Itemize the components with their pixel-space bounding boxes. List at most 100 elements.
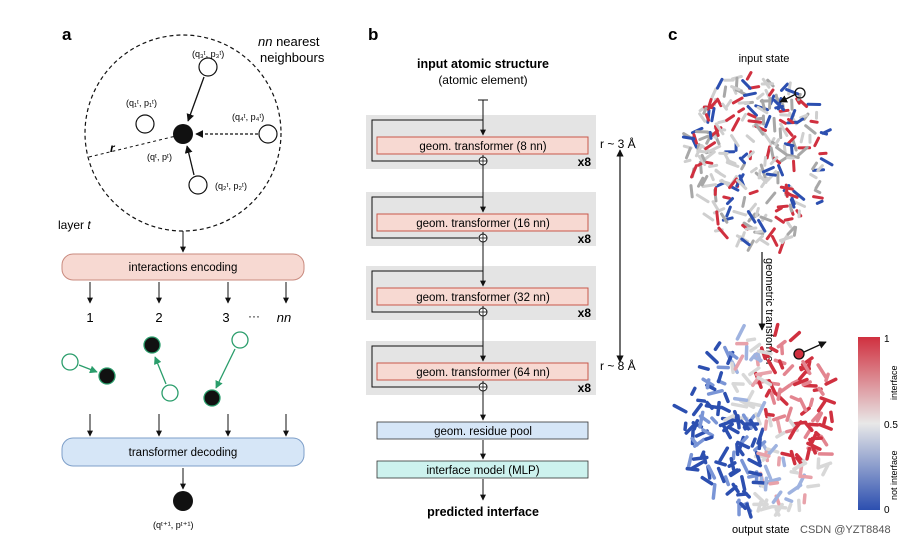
output-bond (816, 400, 827, 413)
input-bond (722, 85, 728, 98)
input-bond (787, 117, 795, 125)
output-bond (763, 464, 773, 481)
input-bond (809, 172, 818, 180)
center-label: (qᵗ, pᵗ) (147, 152, 172, 162)
output-bond (772, 414, 787, 422)
input-bond (725, 197, 734, 206)
output-bond (745, 502, 753, 519)
input-bond (772, 98, 786, 112)
nn-label-line1: nn nearest (258, 34, 320, 49)
output-bond (728, 351, 739, 360)
input-bond (737, 101, 750, 105)
input-bond (813, 188, 822, 195)
input-bond (759, 175, 768, 184)
output-bond (819, 396, 837, 405)
input-bond (737, 107, 746, 114)
input-bond (730, 85, 741, 91)
output-bond (829, 410, 834, 424)
input-bond (710, 98, 719, 108)
input-bond (697, 176, 705, 188)
output-bond (705, 351, 719, 365)
input-highlight-atom (794, 87, 806, 99)
input-bond (745, 134, 756, 143)
neighbour-label-4: (q₄ᵗ, p₄ᵗ) (232, 112, 264, 122)
input-bond (791, 137, 798, 152)
output-bond (704, 435, 714, 441)
input-bond (754, 206, 760, 218)
output-bond (701, 428, 715, 438)
output-bond (706, 464, 717, 480)
range-top: r ~ 3 Å (600, 136, 636, 151)
output-bond (766, 358, 777, 375)
output-bond (749, 352, 758, 362)
output-bond (797, 498, 802, 513)
input-bond (742, 221, 754, 230)
output-bond (683, 421, 688, 432)
mlp-box (376, 460, 589, 479)
arrow-n3-center (186, 76, 205, 122)
input-bond (745, 71, 753, 81)
input-bond (738, 156, 746, 165)
pool-box (376, 421, 589, 440)
input-bond (728, 177, 739, 190)
input-bond (725, 160, 740, 168)
input-structure (681, 71, 834, 255)
input-state-label: input state (739, 53, 790, 65)
neighbour-node-3 (198, 57, 218, 77)
input-bond (765, 172, 777, 177)
input-bond (715, 181, 726, 188)
input-bond (774, 138, 781, 146)
input-bond (754, 229, 766, 234)
output-title: predicted interface (427, 505, 539, 519)
output-bond (733, 354, 745, 371)
input-bond (786, 221, 793, 229)
output-bond (705, 400, 714, 410)
input-bond (708, 130, 713, 140)
output-bond (788, 426, 798, 440)
range-bottom: r ~ 8 Å (600, 358, 636, 373)
input-bond (709, 173, 715, 182)
input-bond (792, 159, 796, 173)
pair1-source (61, 353, 79, 371)
output-bond (803, 421, 814, 433)
input-bond (765, 191, 777, 205)
input-bond (708, 163, 719, 169)
input-bond (774, 215, 785, 224)
input-bond (799, 131, 805, 144)
input-bond (783, 217, 794, 222)
input-bond (783, 142, 795, 148)
output-bond (739, 502, 747, 511)
output-bond (753, 491, 765, 503)
input-bond (792, 189, 806, 201)
output-bond (714, 460, 727, 467)
input-bond (799, 113, 809, 120)
output-bond (747, 457, 763, 468)
input-bond (722, 195, 731, 200)
output-bond (769, 390, 777, 405)
input-bond (779, 185, 794, 191)
output-bond (749, 342, 762, 353)
input-bond (747, 119, 763, 124)
output-bond (773, 322, 780, 337)
output-bond (696, 398, 707, 403)
input-bond (814, 180, 822, 190)
arrow-n2-center (184, 145, 195, 176)
input-bond (704, 113, 711, 122)
radius-line (88, 135, 177, 158)
input-bond (797, 92, 802, 102)
output-bond (730, 361, 735, 375)
output-bond (732, 396, 749, 402)
input-bond (788, 203, 793, 213)
input-bond (746, 210, 757, 224)
output-bond (792, 377, 809, 387)
input-bond (741, 79, 752, 90)
output-bond (763, 476, 769, 492)
input-bond (697, 154, 707, 167)
input-bond (774, 93, 779, 103)
pair2-target (143, 336, 161, 354)
output-bond (691, 402, 703, 417)
input-bond (732, 209, 747, 217)
output-bond (751, 372, 763, 388)
input-bond (730, 134, 740, 148)
input-bond (725, 99, 733, 109)
